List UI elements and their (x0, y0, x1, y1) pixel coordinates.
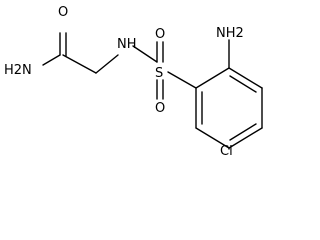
atom-label-amino-n: NH2 (216, 26, 244, 41)
ring-bond-1 (195, 67, 230, 89)
atom-label-amide-n: H2N (4, 63, 32, 78)
ring-double-1 (229, 75, 257, 93)
atom-label-sulfur: S (155, 66, 163, 81)
atom-label-sulfonyl-o-bottom: O (155, 101, 165, 116)
atom-label-sulfonyl-o-top: O (155, 27, 165, 42)
bond-c1-n (42, 54, 61, 66)
ring-bond-4 (228, 127, 263, 149)
structure-canvas: O H2N NH S O O NH2 Cl (4, 5, 263, 157)
atom-label-amide-o: O (58, 5, 68, 20)
bond-s-ring (167, 71, 197, 89)
atom-label-chlorine: Cl (220, 144, 233, 157)
bond-nh-s (132, 45, 158, 63)
bond-c1-c2 (62, 54, 97, 74)
ring-bond-2 (228, 67, 263, 89)
molecule-structure: O H2N NH S O O NH2 Cl (4, 5, 263, 157)
ring-bond-5 (195, 127, 230, 149)
ring-double-2 (229, 123, 257, 141)
bond-c2-nh (95, 54, 119, 74)
atom-label-sulfonamide-n: NH (117, 37, 137, 52)
